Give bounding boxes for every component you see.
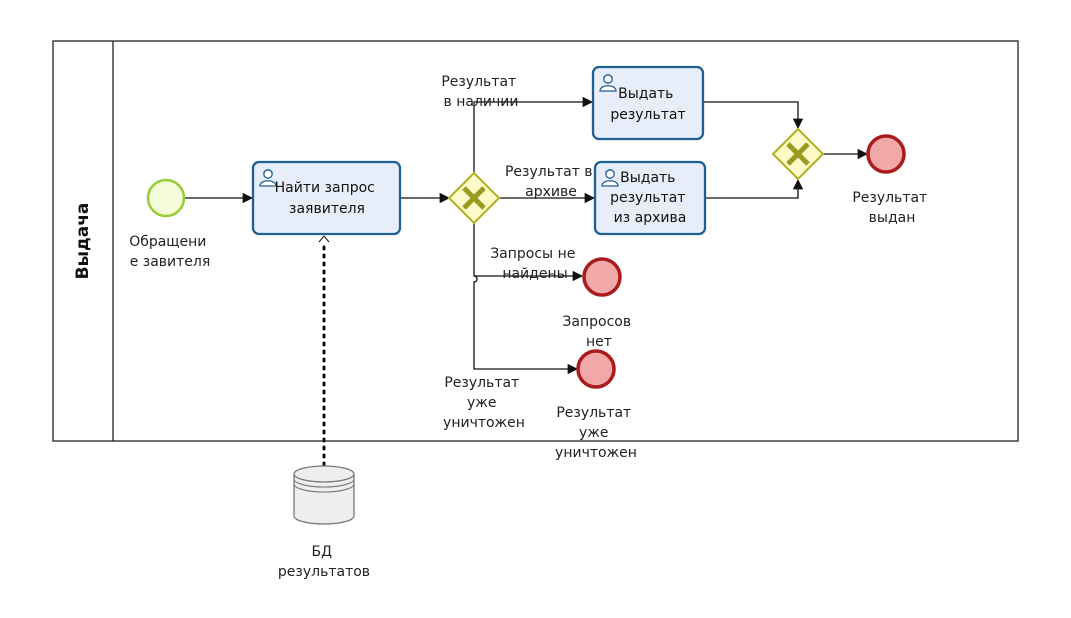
flow-available-label: Результат в наличии [441, 74, 520, 110]
x-icon [786, 142, 810, 166]
flow-in-archive-label: Результат в архиве [505, 164, 597, 200]
task-issue-result[interactable]: Выдать результат [591, 65, 705, 141]
end-event-result-issued-label: Результат выдан [852, 190, 931, 226]
pool [52, 40, 1019, 442]
flow-issue-to-merge [703, 101, 804, 130]
start-event-label: Обращени е завителя [129, 234, 211, 270]
x-icon [462, 186, 486, 210]
flow-destroyed-label: Результат уже уничтожен [443, 375, 525, 431]
exclusive-gateway-merge[interactable] [771, 127, 825, 181]
task-issue-result-label: Выдать результат [610, 86, 685, 123]
end-event-destroyed[interactable] [576, 349, 616, 389]
task-issue-from-archive[interactable]: Выдать результат из архива [593, 160, 707, 236]
end-event-no-requests[interactable] [582, 257, 622, 297]
task-find-request[interactable]: Найти запрос заявителя [251, 160, 402, 236]
flow-archive-to-merge [705, 178, 804, 199]
start-event[interactable] [146, 178, 186, 218]
flow-available [473, 96, 594, 173]
end-event-destroyed-label: Результат уже уничтожен [555, 405, 637, 461]
exclusive-gateway-split[interactable] [447, 171, 501, 225]
lane-label: Выдача [73, 203, 93, 280]
end-event-result-issued[interactable] [866, 134, 906, 174]
flow-not-found-label: Запросы не найдены [490, 246, 580, 282]
datastore-label: БД результатов [278, 544, 370, 580]
task-find-request-label: Найти запрос заявителя [275, 180, 380, 217]
task-issue-from-archive-label: Выдать результат из архива [610, 170, 690, 226]
end-event-no-requests-label: Запросов нет [562, 314, 635, 350]
data-association-arrowhead [318, 235, 330, 243]
datastore-results-db[interactable] [293, 465, 355, 525]
